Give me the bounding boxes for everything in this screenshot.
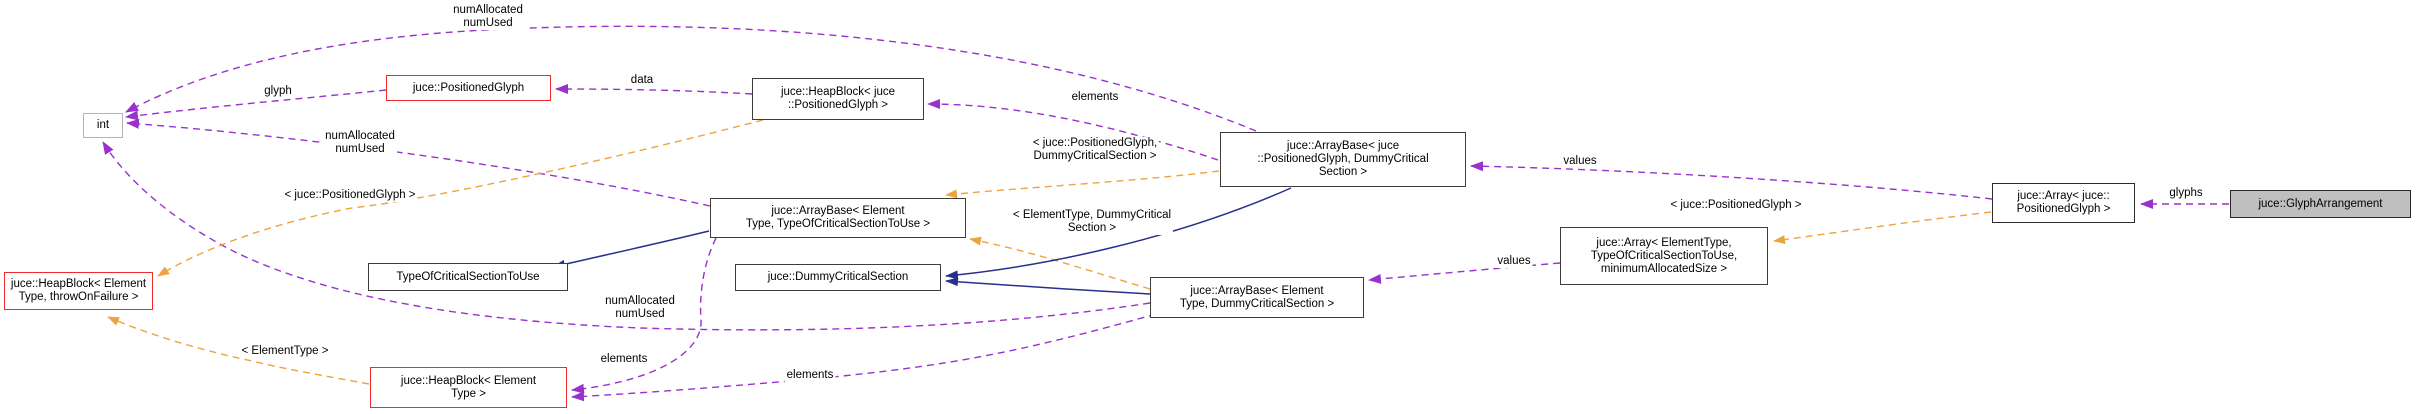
edge-label-numallocated-top: numAllocated numUsed	[451, 4, 525, 30]
node-juce-array-elementtype[interactable]: juce::Array< ElementType, TypeOfCritical…	[1560, 227, 1768, 285]
edge-arraybase-et-dummy-to-heapblock-et-elements	[571, 313, 1157, 402]
node-int: int	[83, 113, 123, 138]
node-juce-arraybase-positionedglyph-dummycriticalsection[interactable]: juce::ArrayBase< juce ::PositionedGlyph,…	[1220, 132, 1466, 187]
edge-arraybase-et-dummy-to-int-numallocated	[102, 141, 1151, 331]
node-juce-glypharrangement: juce::GlyphArrangement	[2230, 190, 2411, 218]
edge-label-elements-left: elements	[598, 353, 650, 366]
edge-label-values-top: values	[1561, 155, 1599, 168]
edge-label-values-mid: values	[1495, 255, 1533, 268]
edge-label-template-elementtype: < ElementType >	[239, 345, 331, 358]
edge-arraybase-pg-to-arraybase-et-tocs	[945, 170, 1220, 199]
edge-arraybase-et-dummy-inherits-dummycs	[945, 277, 1151, 295]
edge-label-data: data	[628, 74, 656, 87]
edge-label-template-positionedglyph-dummy: < juce::PositionedGlyph, DummyCriticalSe…	[1030, 137, 1160, 163]
edge-heapblock-pg-to-positionedglyph-data	[555, 84, 753, 95]
node-juce-heapblock-elementtype-throwonfailure[interactable]: juce::HeapBlock< Element Type, throwOnFa…	[4, 272, 153, 310]
edge-array-pg-to-array-et	[1773, 211, 1992, 244]
edge-arraybase-et-tocs-inherits-typeofcs	[552, 230, 710, 269]
node-juce-heapblock-positionedglyph[interactable]: juce::HeapBlock< juce ::PositionedGlyph …	[752, 78, 924, 120]
edge-arraybase-et-tocs-to-int-numallocated	[126, 118, 711, 207]
edge-arraybase-pg-inherits-dummycs	[945, 187, 1292, 280]
edge-label-elements-mid: elements	[784, 369, 836, 382]
node-juce-dummycriticalsection[interactable]: juce::DummyCriticalSection	[735, 264, 941, 291]
node-juce-heapblock-elementtype[interactable]: juce::HeapBlock< Element Type >	[370, 367, 567, 408]
edge-label-elements-top: elements	[1069, 91, 1121, 104]
edge-label-template-positionedglyph-right: < juce::PositionedGlyph >	[1668, 199, 1804, 212]
edge-heapblock-pg-to-heapblock-et-throw	[157, 119, 764, 277]
node-juce-array-positionedglyph[interactable]: juce::Array< juce:: PositionedGlyph >	[1992, 183, 2135, 223]
edge-heapblock-et-to-heapblock-et-throw	[107, 316, 370, 385]
edge-label-numallocated-bottom: numAllocated numUsed	[603, 295, 677, 321]
edge-label-template-positionedglyph-left: < juce::PositionedGlyph >	[282, 189, 418, 202]
edge-array-pg-to-arraybase-pg-values	[1470, 161, 1993, 200]
edge-label-template-elementtype-dummy: < ElementType, DummyCritical Section >	[1010, 209, 1174, 235]
node-juce-arraybase-elementtype-typeofcriticalsectiontouse[interactable]: juce::ArrayBase< Element Type, TypeOfCri…	[710, 198, 966, 238]
node-juce-positionedglyph[interactable]: juce::PositionedGlyph	[386, 75, 551, 101]
edge-arraybase-pg-to-heapblock-pg-elements	[927, 99, 1219, 161]
edge-label-numallocated-mid: numAllocated numUsed	[323, 130, 397, 156]
edge-arraybase-et-dummy-to-arraybase-et-tocs	[969, 236, 1151, 290]
edge-positionedglyph-to-int-glyph	[125, 89, 387, 121]
edge-array-et-to-arraybase-et-dummy-values	[1368, 262, 1561, 284]
edge-arraybase-pg-to-int-numallocated	[125, 25, 1257, 132]
edge-label-glyphs: glyphs	[2167, 187, 2205, 200]
node-juce-arraybase-elementtype-dummycriticalsection[interactable]: juce::ArrayBase< Element Type, DummyCrit…	[1150, 277, 1364, 318]
edge-label-glyph: glyph	[262, 85, 294, 98]
edge-arraybase-et-tocs-to-heapblock-et-elements	[571, 237, 717, 394]
node-typeofcriticalsectiontouse[interactable]: TypeOfCriticalSectionToUse	[368, 263, 568, 291]
